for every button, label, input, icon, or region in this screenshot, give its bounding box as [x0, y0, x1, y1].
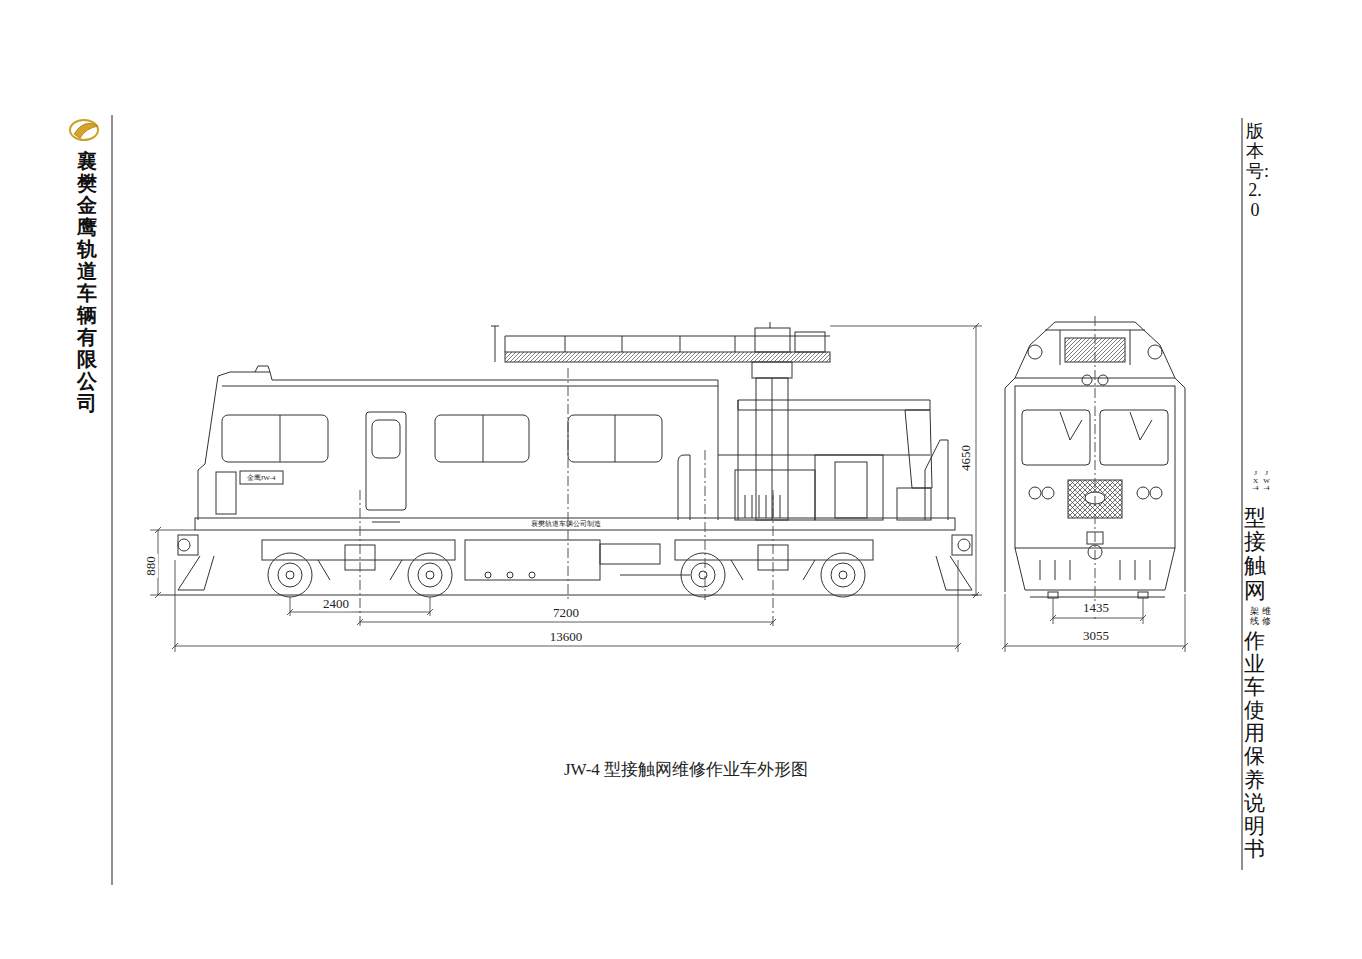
company-name: 襄樊金鹰轨道车辆有限公司 — [77, 150, 97, 414]
manual-title: 型接触网 — [1244, 506, 1266, 603]
border-line — [112, 115, 113, 885]
dimension-lines — [150, 323, 982, 652]
dimension-value: 3055 — [1081, 629, 1111, 643]
name-plate: 金鹰JW-4 — [247, 473, 276, 483]
side-view — [160, 322, 978, 628]
model-code: JW-4 — [1263, 470, 1270, 493]
dimension-value: 2400 — [321, 597, 351, 611]
dimension-value: 1435 — [1081, 601, 1111, 615]
manual-title: 维修 — [1262, 607, 1271, 627]
border-line — [1242, 118, 1243, 870]
front-view — [1005, 316, 1185, 622]
dimension-lines — [1002, 594, 1188, 652]
model-code: JX-4 — [1252, 470, 1259, 493]
manual-title: 作业车使用保养说明书 — [1244, 630, 1265, 861]
dimension-value: 13600 — [548, 630, 585, 644]
figure-caption: JW-4 型接触网维修作业车外形图 — [564, 758, 808, 781]
manual-title: 架线 — [1250, 607, 1259, 627]
dimension-value: 4650 — [959, 443, 973, 473]
version-number: 版本号: 2.0 — [1246, 122, 1264, 221]
dimension-value: 880 — [144, 554, 158, 578]
company-logo — [70, 120, 98, 140]
dimension-value: 7200 — [551, 606, 581, 620]
maker-plate: 襄樊轨道车辆公司制造 — [531, 519, 601, 529]
